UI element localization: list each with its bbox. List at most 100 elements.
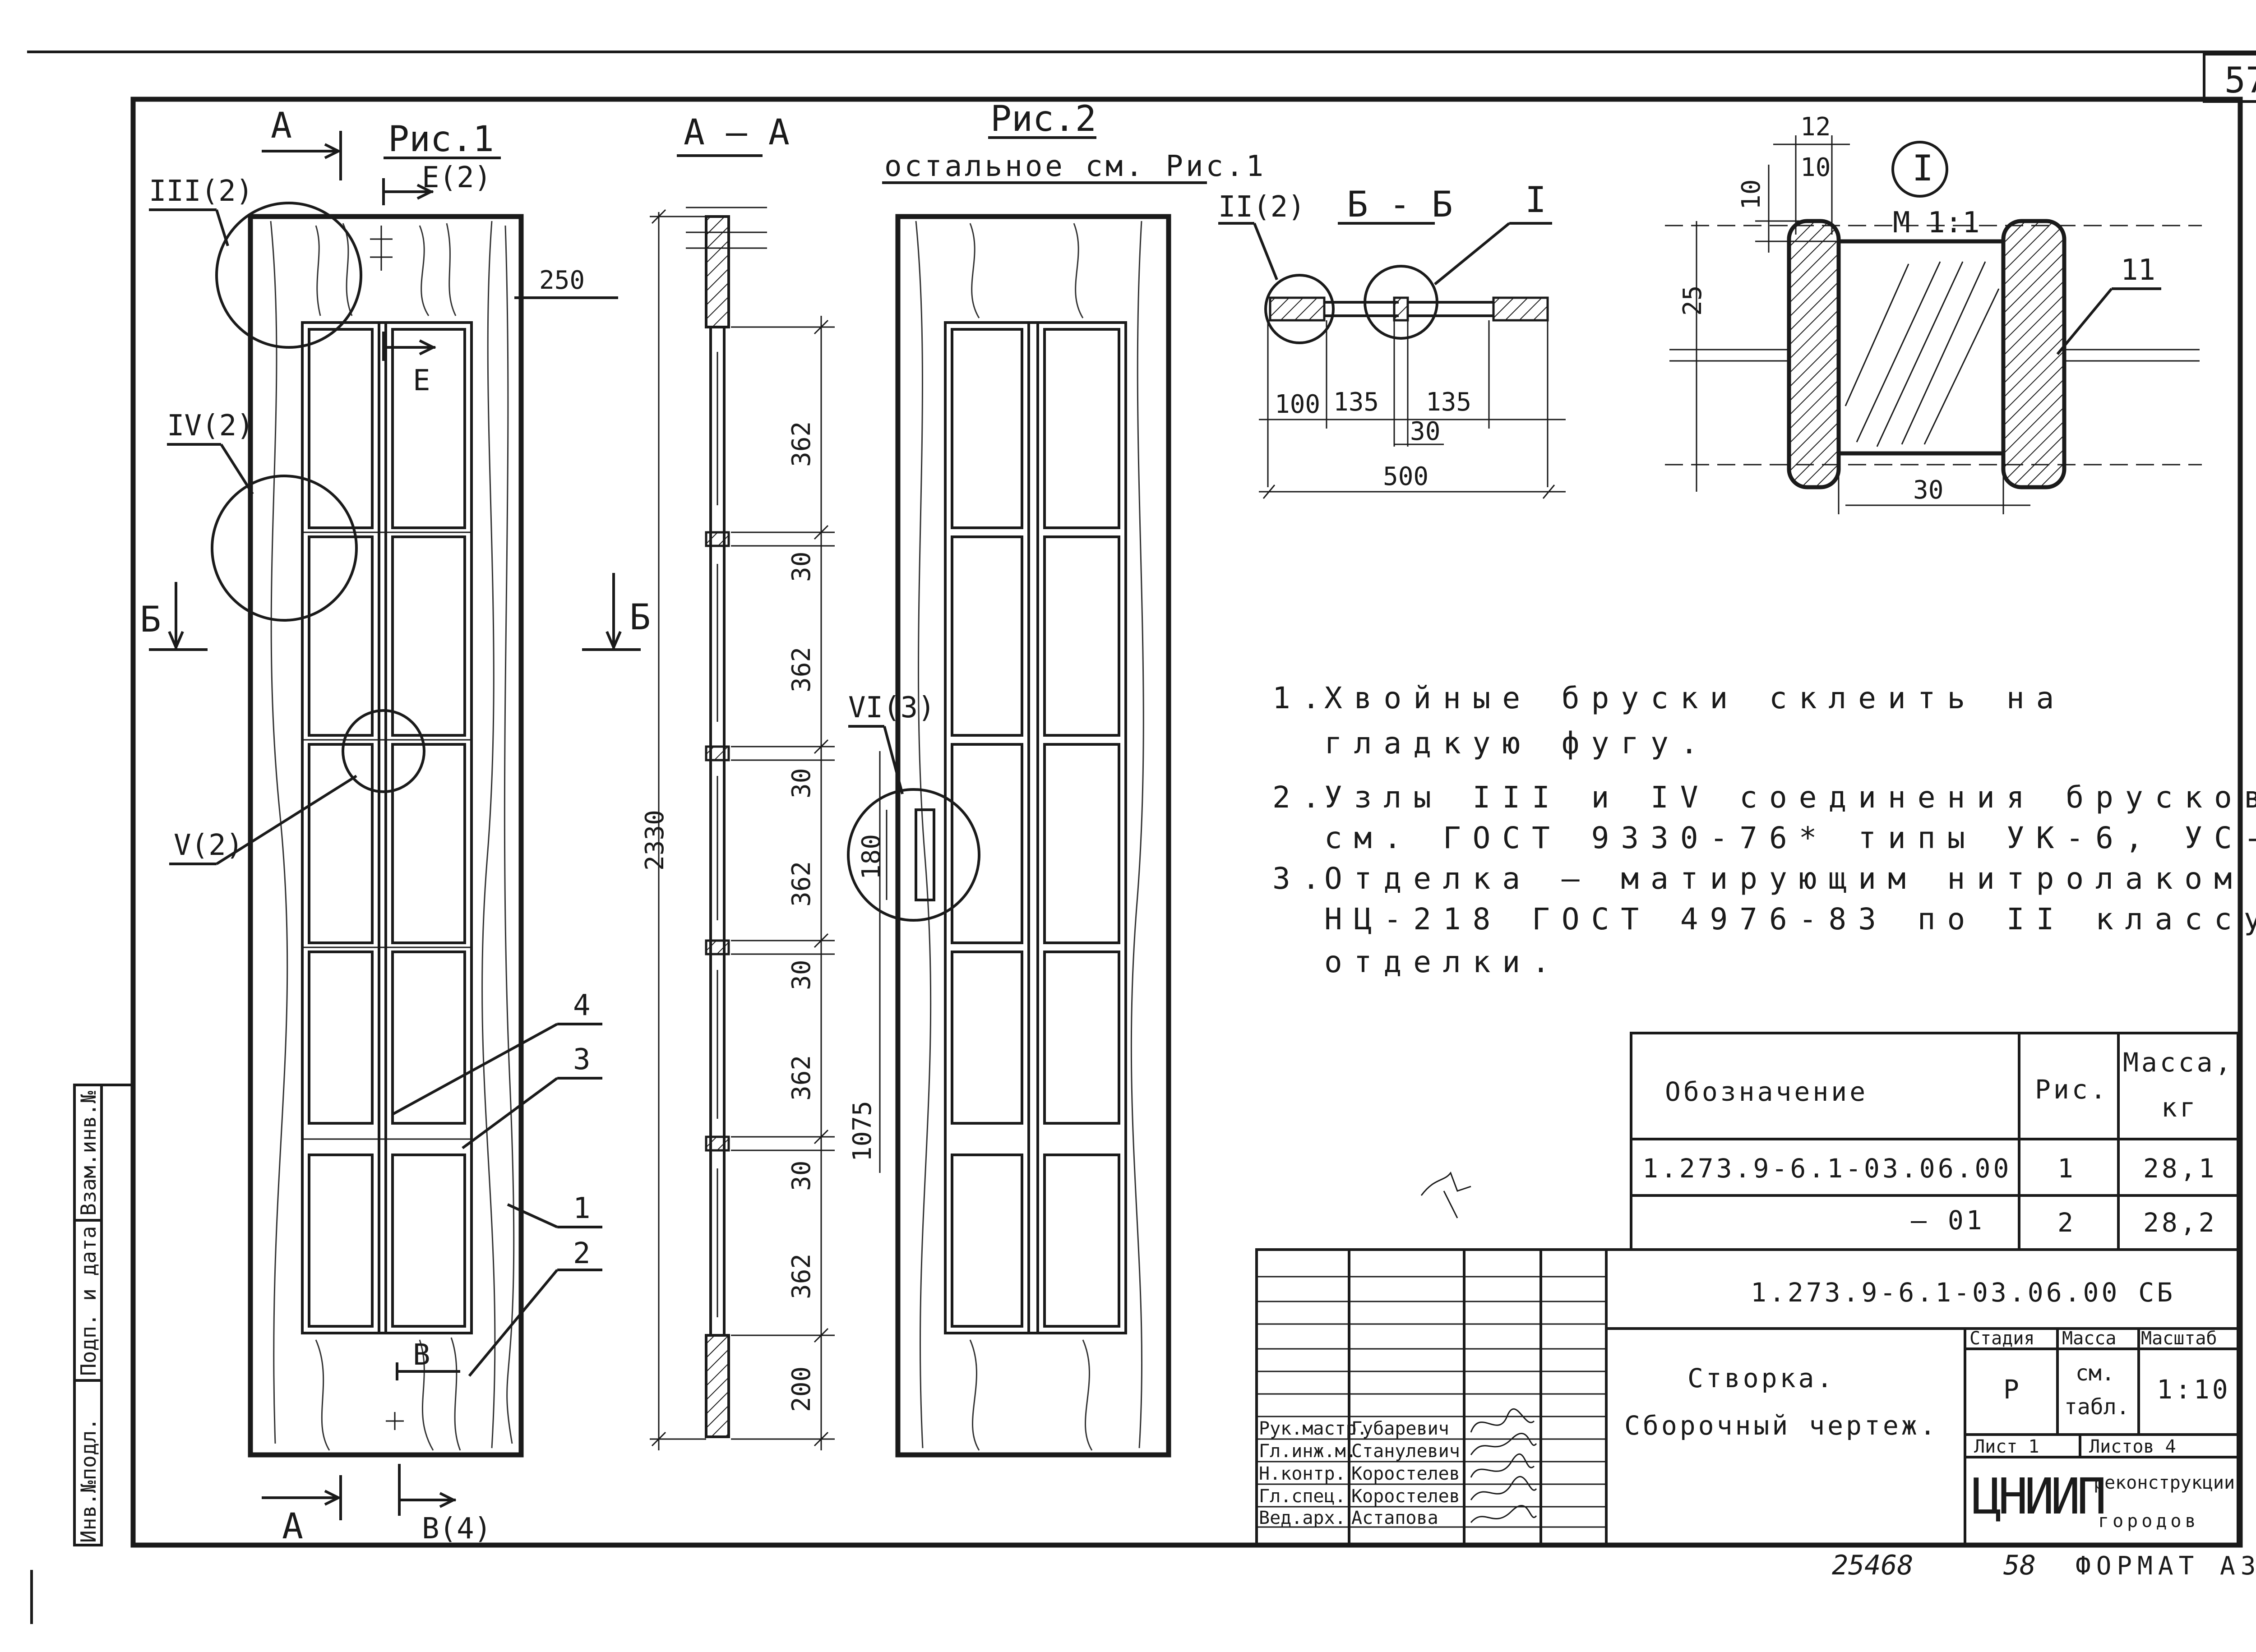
section-a-top: А [271,106,292,146]
callout-node6: VI(3) [848,691,935,724]
section-bb [1218,222,1566,499]
spec-row1-mass: 28,1 [2143,1153,2217,1184]
note-3-num: 3. [1272,861,1331,896]
figure2-subtitle: остальное см. Рис.1 [884,150,1266,183]
figure1-title: Рис.1 [388,119,494,160]
dim-node-30: 30 [1913,475,1943,505]
inventory-number: 25468 [1832,1550,1914,1581]
note-1-line1: Хвойные бруски склеить на [1324,681,2066,715]
callout-node5: V(2) [174,829,243,862]
figure2-sash-elevation [847,214,1171,1458]
node1-scale: М 1:1 [1893,206,1980,240]
figure2-title: Рис.2 [990,99,1096,139]
title-mass-header: Масса [2062,1328,2116,1349]
note-2-line1: Узлы III и IV соединения брусков [1324,780,2256,815]
note-2-line2: см. ГОСТ 9330-76* типы УК-6, УС-1. [1324,821,2256,855]
note-3-line2: НЦ-218 ГОСТ 4976-83 по II классу [1324,902,2256,937]
dim-bb-100: 100 [1275,390,1320,419]
signer-role-5: Вед.арх. [1259,1508,1346,1528]
note-3-line3: отделки. [1324,945,1562,979]
org-logo: ЦНИИП [1972,1467,2103,1525]
spec-row1-designation: 1.273.9-6.1-03.06.00 [1642,1153,2011,1184]
title-name-line1: Створка. [1687,1363,1835,1394]
position-1: 1 [573,1192,591,1225]
signer-role-1: Рук.мастр. [1259,1418,1368,1439]
signer-name-2: Станулевич [1351,1441,1460,1462]
dim-180: 180 [857,834,886,880]
position-2: 2 [573,1237,591,1270]
dim-250: 250 [539,266,585,295]
signer-role-4: Гл.спец. [1259,1486,1346,1507]
section-aa [650,154,881,1450]
notes: 1. Хвойные бруски склеить на гладкую фуг… [1272,681,2256,979]
section-b-left: Б [140,600,161,640]
position-leaders [392,1023,602,1377]
callout-node1: I [1525,180,1546,221]
dim-aa-3: 30 [787,768,816,798]
signer-name-3: Коростелев [1351,1463,1460,1484]
title-stage-header: Стадия [1969,1328,2035,1349]
signers: Рук.мастр. Губаревич Гл.инж.м. Станулеви… [1259,1408,1537,1528]
note-3-line1: Отделка — матирующим нитролаком [1324,861,2244,896]
spec-header-designation: Обозначение [1665,1076,1868,1107]
signer-name-4: Коростелев [1351,1486,1460,1507]
spec-header-mass: Масса, [2123,1047,2234,1078]
dim-aa-5: 30 [787,960,816,990]
dim-aa-0: 362 [787,421,816,467]
side-strip [73,1084,133,1546]
org-line2: городов [2098,1511,2200,1532]
figure1-section-marks [149,131,641,1520]
page-number: 57 [2224,60,2256,101]
title-sheet: Лист 1 [1974,1436,2039,1457]
sheet-frame [27,51,2256,1624]
title-name-line2: Сборочный чертеж. [1624,1410,1938,1441]
spec-row2-designation: — 01 [1911,1205,1985,1236]
dim-node-12: 12 [1800,112,1831,142]
signer-name-5: Астапова [1351,1508,1438,1528]
dim-aa-4: 362 [787,861,816,907]
spec-header-mass-unit: кг [2161,1092,2198,1123]
position-3: 3 [573,1043,591,1076]
dim-aa-chain: 362 30 362 30 362 30 362 30 362 200 [787,421,816,1412]
callout-node4: IV(2) [167,409,254,443]
position-4: 4 [573,989,591,1022]
note-2-num: 2. [1272,780,1331,815]
figure1-detail-circles [149,202,425,865]
cut-v: В [413,1338,430,1372]
side-strip-replace: Взам.инв.№ [76,1091,101,1216]
spec-header-fig: Рис. [2035,1074,2109,1105]
format-label: ФОРМАТ А3 [2076,1551,2256,1581]
dim-aa-1: 30 [787,552,816,582]
dim-node-10b: 10 [1737,180,1766,210]
cut-v-ref: В(4) [422,1512,491,1546]
callout-node2: II(2) [1218,190,1305,224]
dim-node-10a: 10 [1800,153,1831,182]
section-aa-title: А — А [684,112,790,153]
title-mass-line2: табл. [2064,1394,2130,1420]
dim-bb-30: 30 [1410,417,1440,446]
dim-bb-135b: 135 [1426,388,1471,417]
dim-aa-7: 30 [787,1161,816,1191]
cut-e-top: Е(2) [422,161,491,194]
title-block [1255,1248,2239,1546]
section-b-right: Б [629,597,651,638]
node1-position: 11 [2121,254,2155,287]
title-scale: 1:10 [2157,1374,2231,1405]
dim-bb-500: 500 [1383,462,1428,491]
title-sheets: Листов 4 [2089,1436,2176,1457]
dim-aa-6: 362 [787,1055,816,1101]
dim-bb-135a: 135 [1333,388,1379,417]
cut-e-lower: Е [413,364,430,397]
note-1-num: 1. [1272,681,1331,715]
section-bb-title: Б - Б [1347,185,1453,225]
spec-row1-fig: 1 [2057,1153,2076,1184]
signer-name-1: Губаревич [1351,1418,1449,1439]
spec-row2-mass: 28,2 [2143,1207,2217,1238]
note-1-line2: гладкую фугу. [1324,726,1710,761]
signer-role-2: Гл.инж.м. [1259,1441,1357,1462]
org-line1: реконструкции [2094,1472,2235,1493]
dim-aa-1075: 1075 [848,1101,877,1162]
dim-aa-2: 362 [787,647,816,692]
title-scale-header: Масштаб [2141,1328,2217,1349]
